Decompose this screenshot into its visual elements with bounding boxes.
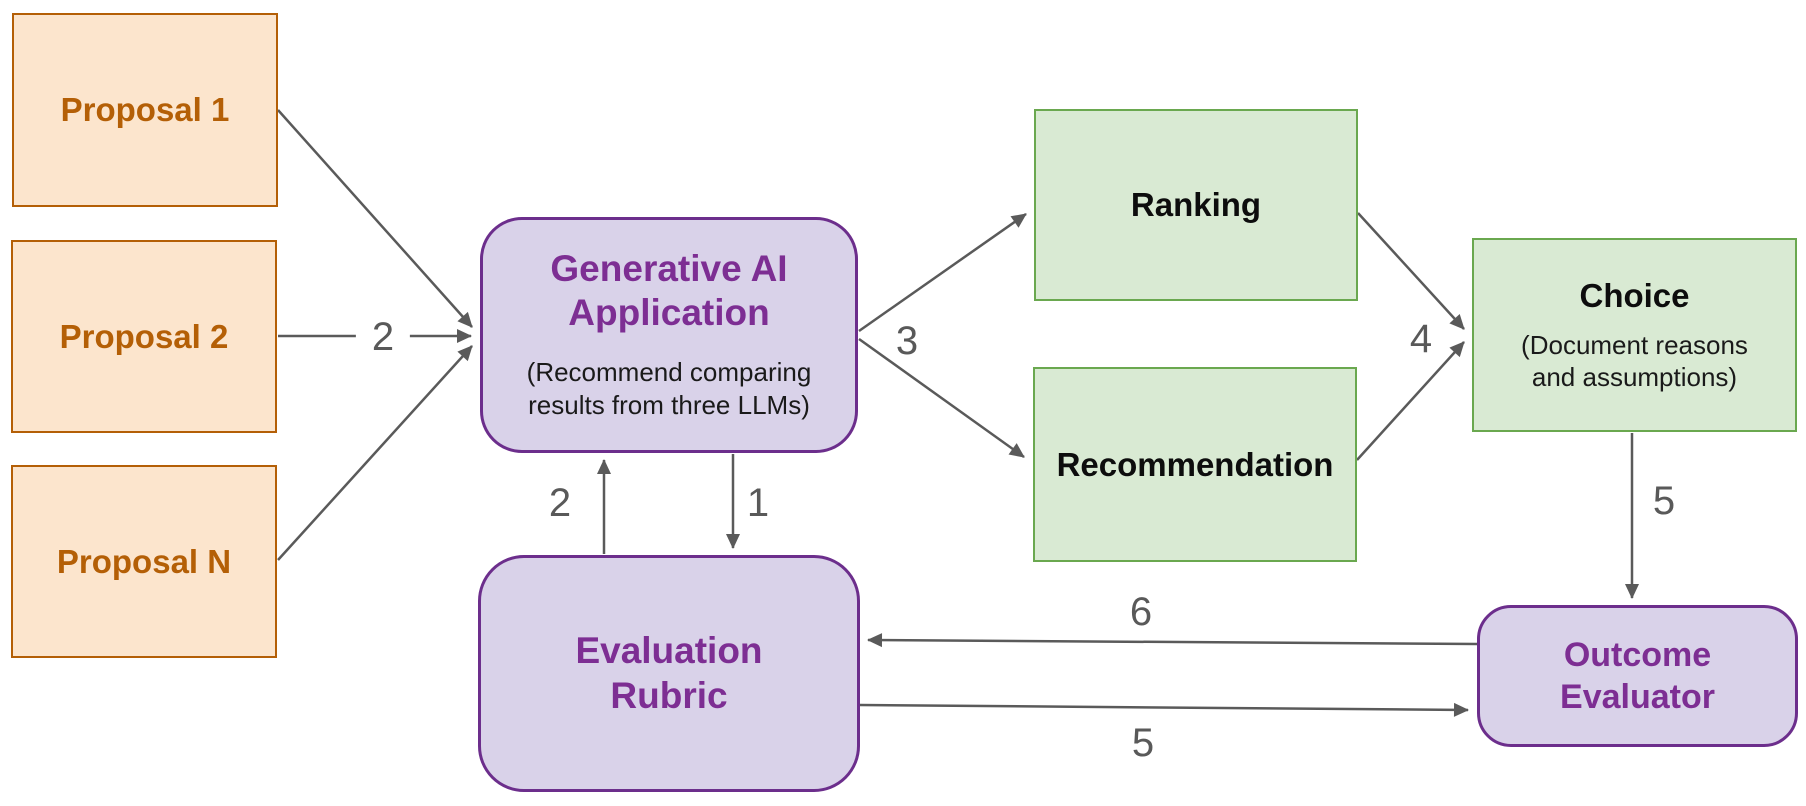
node-ranking: Ranking [1034, 109, 1358, 301]
arrow-outcome-to-rubric [867, 633, 1478, 648]
arrow-rubric-to-outcome [859, 702, 1469, 717]
recommendation-title: Recommendation [1056, 445, 1334, 483]
arrow-proposal-n-to-genai [277, 345, 473, 561]
edge-label-proposals-to-genai: 2 [355, 317, 411, 357]
choice-subtitle: (Document reasons and assumptions) [1521, 329, 1748, 393]
edge-label-genai-to-rubric: 1 [746, 481, 770, 525]
arrow-ranking-to-choice [1357, 212, 1465, 330]
rubric-title: Evaluation Rubric [575, 630, 763, 716]
edge-label-rubric-to-outcome: 5 [1131, 721, 1155, 765]
edge-label-outputs-to-choice: 4 [1409, 317, 1433, 361]
node-choice: Choice (Document reasons and assumptions… [1472, 238, 1797, 432]
proposal-2-title: Proposal 2 [59, 317, 229, 355]
proposal-n-title: Proposal N [56, 542, 232, 580]
outcome-title: Outcome Evaluator [1560, 635, 1715, 717]
arrow-genai-to-ranking [858, 212, 1027, 333]
node-evaluation-rubric: Evaluation Rubric [478, 555, 860, 792]
proposal-1-title: Proposal 1 [60, 91, 230, 128]
genai-subtitle: (Recommend comparing results from three … [526, 356, 812, 421]
node-proposal-1: Proposal 1 [12, 13, 278, 207]
arrow-proposal-1-to-genai [277, 109, 473, 328]
edge-label-rubric-to-genai: 2 [548, 481, 572, 525]
node-proposal-2: Proposal 2 [11, 240, 277, 433]
edge-label-choice-to-outcome: 5 [1652, 479, 1676, 523]
arrow-genai-to-recommendation [858, 337, 1025, 459]
edge-label-outcome-to-rubric: 6 [1129, 590, 1153, 634]
node-recommendation: Recommendation [1033, 367, 1357, 562]
edge-label-genai-to-outputs: 3 [895, 319, 919, 363]
ranking-title: Ranking [1130, 186, 1262, 223]
choice-title: Choice [1579, 276, 1690, 314]
node-proposal-n: Proposal N [11, 465, 277, 658]
genai-title: Generative AI Application [550, 247, 788, 334]
node-generative-ai-application: Generative AI Application (Recommend com… [480, 217, 858, 453]
node-outcome-evaluator: Outcome Evaluator [1477, 605, 1798, 747]
